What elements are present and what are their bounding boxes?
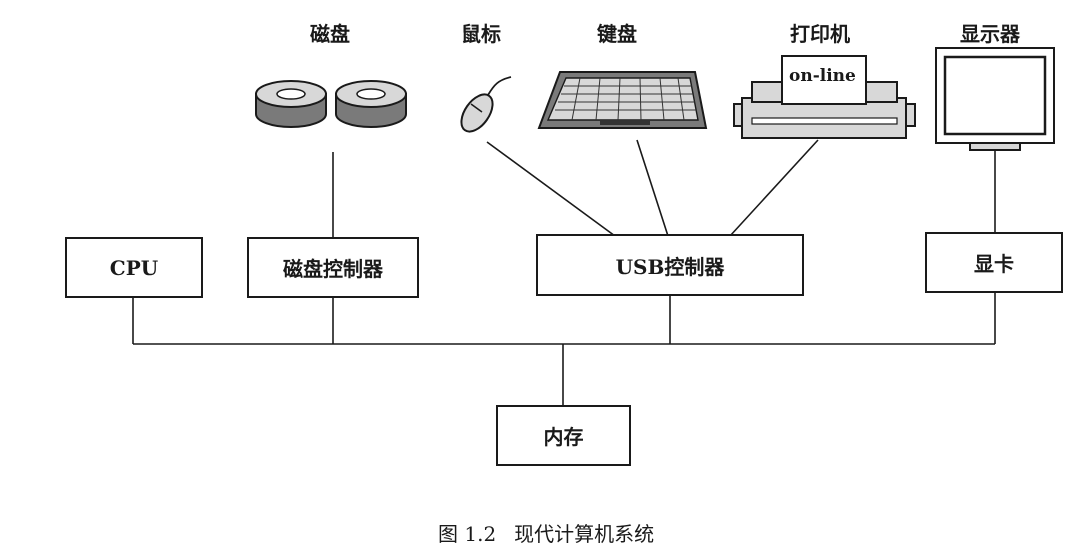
disk-label: 磁盘 xyxy=(310,22,350,46)
disk-platter-left-icon xyxy=(255,80,327,128)
memory-label: 内存 xyxy=(543,425,584,449)
graphics-card-box: 显卡 xyxy=(925,232,1063,293)
disk-controller-label: 磁盘控制器 xyxy=(283,257,383,281)
mouse-link xyxy=(486,141,616,237)
printer-label: 打印机 xyxy=(790,22,850,46)
printer-link xyxy=(729,139,819,237)
printer-status-label: on-line xyxy=(789,66,856,86)
cpu-label: CPU xyxy=(109,255,159,280)
connection-lines xyxy=(132,139,996,405)
monitor-icon xyxy=(935,47,1055,151)
memory-box: 内存 xyxy=(496,405,631,466)
keyboard-icon xyxy=(537,71,708,129)
cpu-box: CPU xyxy=(65,237,203,298)
figure-caption: 图 1.2 现代计算机系统 xyxy=(438,518,654,547)
disk-controller-box: 磁盘控制器 xyxy=(247,237,419,298)
figure-number: 图 1.2 xyxy=(438,522,497,546)
disk-icon xyxy=(255,80,407,128)
mouse-label: 鼠标 xyxy=(461,22,501,46)
usb-controller-label: USB控制器 xyxy=(615,254,725,279)
disk-platter-right-icon xyxy=(335,80,407,128)
mouse-icon xyxy=(460,76,512,133)
usb-controller-box: USB控制器 xyxy=(536,234,804,296)
keyboard-label: 键盘 xyxy=(597,22,637,46)
printer-icon xyxy=(733,55,916,139)
figure-title: 现代计算机系统 xyxy=(514,522,655,546)
monitor-label: 显示器 xyxy=(960,22,1020,46)
graphics-card-label: 显卡 xyxy=(974,252,1014,276)
keyboard-link xyxy=(636,139,669,237)
